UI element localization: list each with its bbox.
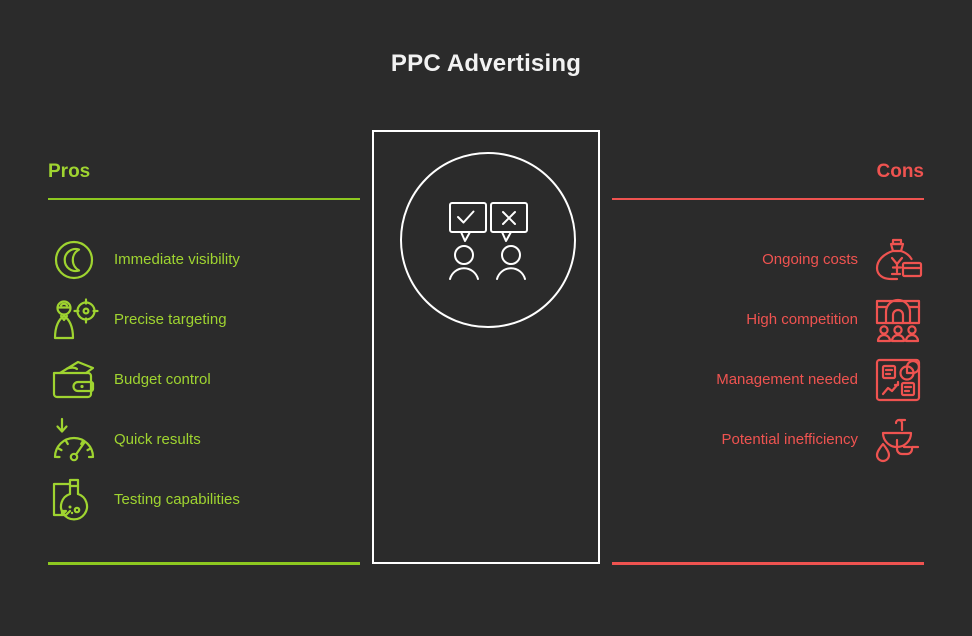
- center-icon-wrap: [374, 150, 602, 330]
- list-item-label: Budget control: [114, 371, 211, 388]
- cons-column: Cons: [612, 160, 924, 200]
- center-panel: [372, 130, 600, 564]
- speech-bubbles-check-cross-people-icon: [398, 150, 578, 330]
- list-item-label: High competition: [746, 311, 858, 328]
- dashboard-grid-icon: [872, 354, 924, 406]
- cons-list: Ongoing costs High competition: [612, 230, 924, 470]
- pros-bottom-divider: [48, 562, 360, 565]
- list-item: Ongoing costs: [612, 230, 924, 290]
- cons-top-divider: [612, 198, 924, 200]
- list-item: High competition: [612, 290, 924, 350]
- list-item: Budget control: [48, 350, 360, 410]
- podium-people-icon: [872, 294, 924, 346]
- list-item-label: Testing capabilities: [114, 491, 240, 508]
- pros-top-divider: [48, 198, 360, 200]
- list-item: Precise targeting: [48, 290, 360, 350]
- lab-flask-document-icon: [48, 474, 100, 526]
- list-item: Testing capabilities: [48, 470, 360, 530]
- list-item: Potential inefficiency: [612, 410, 924, 470]
- list-item-label: Precise targeting: [114, 311, 227, 328]
- list-item: Management needed: [612, 350, 924, 410]
- leaky-sink-icon: [872, 414, 924, 466]
- moon-circle-icon: [48, 234, 100, 286]
- wallet-cash-icon: [48, 354, 100, 406]
- list-item-label: Ongoing costs: [762, 251, 858, 268]
- pros-list: Immediate visibility Precise targeting: [48, 230, 360, 530]
- money-pouch-card-icon: [872, 234, 924, 286]
- page-title: PPC Advertising: [390, 50, 582, 77]
- person-target-icon: [48, 294, 100, 346]
- list-item-label: Management needed: [716, 371, 858, 388]
- list-item: Immediate visibility: [48, 230, 360, 290]
- pros-heading: Pros: [48, 161, 91, 182]
- list-item-label: Potential inefficiency: [721, 431, 858, 448]
- list-item: Quick results: [48, 410, 360, 470]
- cons-heading: Cons: [876, 161, 925, 182]
- cons-bottom-divider: [612, 562, 924, 565]
- pros-column: Pros: [48, 160, 360, 200]
- speedometer-arrow-icon: [48, 414, 100, 466]
- list-item-label: Immediate visibility: [114, 251, 240, 268]
- list-item-label: Quick results: [114, 431, 201, 448]
